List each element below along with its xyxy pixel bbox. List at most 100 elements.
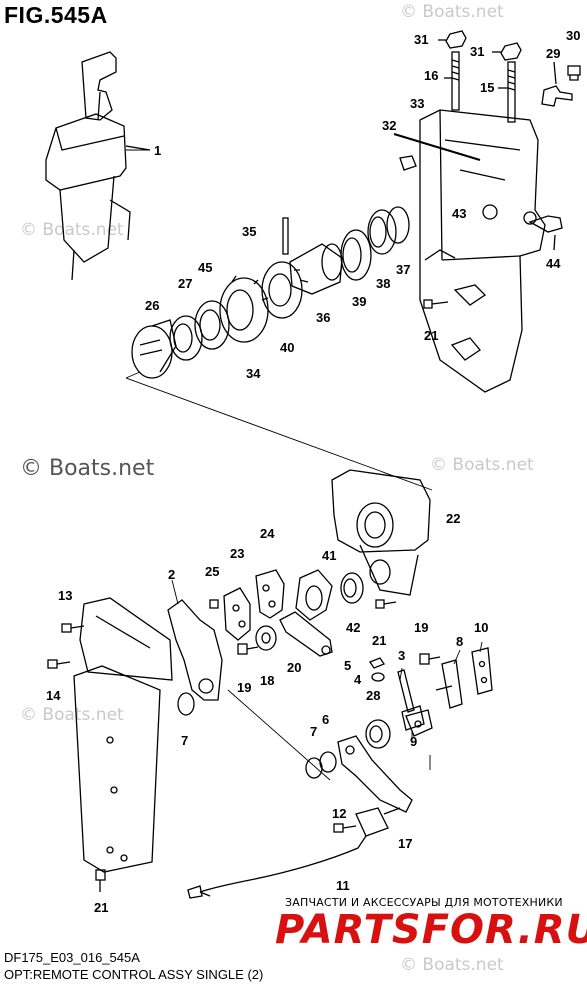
callout-10: 10 bbox=[474, 620, 488, 635]
callout-41: 41 bbox=[322, 548, 336, 563]
callout-45: 45 bbox=[198, 260, 212, 275]
callout-15: 15 bbox=[480, 80, 494, 95]
part-3-shaft bbox=[397, 669, 425, 731]
callout-25: 25 bbox=[205, 564, 219, 579]
callout-19-left: 19 bbox=[237, 680, 251, 695]
callout-30: 30 bbox=[566, 28, 580, 43]
part-21-bolt-mid bbox=[375, 599, 397, 609]
watermark-upper-left: © Boats.net bbox=[20, 220, 124, 240]
watermark-lower-left: © Boats.net bbox=[20, 705, 124, 725]
callout-31-right: 31 bbox=[470, 44, 484, 59]
part-29-bracket bbox=[541, 61, 573, 107]
part-26-cap bbox=[131, 319, 177, 379]
part-39-ring bbox=[340, 229, 372, 281]
callout-20: 20 bbox=[287, 660, 301, 675]
part-38-ring bbox=[367, 209, 397, 255]
figure-title: FIG.545A bbox=[4, 2, 108, 28]
part-4-washer bbox=[371, 672, 385, 682]
callout-16: 16 bbox=[424, 68, 438, 83]
upper-bracket-frame bbox=[419, 109, 546, 393]
callout-28: 28 bbox=[366, 688, 380, 703]
callout-33: 33 bbox=[410, 96, 424, 111]
callout-4: 4 bbox=[354, 672, 362, 687]
part-36-gear-cam bbox=[289, 243, 343, 295]
part-31-nut-right bbox=[492, 42, 522, 61]
part-42-bushing bbox=[340, 572, 364, 604]
callout-9: 9 bbox=[410, 734, 417, 749]
callout-12: 12 bbox=[332, 806, 346, 821]
part-45-ring bbox=[194, 300, 230, 350]
callout-42: 42 bbox=[346, 620, 360, 635]
callout-7-left: 7 bbox=[181, 733, 188, 748]
callout-6: 6 bbox=[322, 712, 329, 727]
part-11-wire-harness bbox=[187, 835, 367, 899]
callout-14: 14 bbox=[46, 688, 61, 703]
part-15-bolt bbox=[498, 61, 516, 123]
part-7-ring-right bbox=[305, 757, 323, 779]
part-34-detent-ring bbox=[219, 275, 269, 343]
lever-arm bbox=[227, 689, 413, 813]
callout-17: 17 bbox=[398, 836, 412, 851]
callout-34: 34 bbox=[246, 366, 261, 381]
part-1-control-handle bbox=[45, 51, 151, 281]
callout-32: 32 bbox=[382, 118, 396, 133]
promo-line: ЗАПЧАСТИ И АКСЕССУАРЫ ДЛЯ МОТОТЕХНИКИ bbox=[285, 896, 563, 909]
part-24-plate bbox=[255, 569, 285, 619]
figure-caption: OPT:REMOTE CONTROL ASSY SINGLE (2) bbox=[4, 967, 264, 982]
part-22-housing bbox=[331, 469, 431, 596]
callout-40: 40 bbox=[280, 340, 294, 355]
callout-39: 39 bbox=[352, 294, 366, 309]
part-21-bolt-bottom bbox=[95, 869, 106, 892]
watermark-center-left: © Boats.net bbox=[20, 456, 155, 481]
assembly-guide-line-1 bbox=[125, 377, 433, 491]
part-20-link bbox=[279, 611, 333, 657]
leader-lines bbox=[126, 149, 483, 770]
callout-18: 18 bbox=[260, 673, 274, 688]
part-7-ring-left bbox=[177, 692, 195, 716]
brand-watermark: PARTSFOR.RU bbox=[275, 907, 587, 953]
callout-38: 38 bbox=[376, 276, 390, 291]
watermark-bottom-right: © Boats.net bbox=[400, 955, 504, 975]
callout-7-right: 7 bbox=[310, 724, 317, 739]
watermark-top-right: © Boats.net bbox=[400, 2, 504, 22]
callout-21-bottom: 21 bbox=[94, 900, 108, 915]
back-plate bbox=[73, 665, 161, 873]
part-41-gear bbox=[295, 569, 333, 621]
part-25-screw bbox=[209, 599, 219, 609]
callout-23: 23 bbox=[230, 546, 244, 561]
callout-21-mid: 21 bbox=[372, 633, 386, 648]
callout-44: 44 bbox=[546, 256, 561, 271]
callout-35: 35 bbox=[242, 224, 256, 239]
callout-29: 29 bbox=[546, 46, 560, 61]
part-19-bolt-left bbox=[237, 643, 259, 655]
callout-24: 24 bbox=[260, 526, 275, 541]
part-33-pin bbox=[393, 133, 481, 161]
part-9-cam bbox=[405, 709, 433, 737]
part-44-bushing bbox=[528, 215, 563, 251]
callout-labels: 1 2 3 4 5 6 7 7 8 9 10 11 12 13 14 15 16… bbox=[46, 28, 580, 915]
part-12-screw bbox=[333, 823, 357, 833]
callout-2: 2 bbox=[168, 567, 175, 582]
part-18-washer bbox=[255, 625, 277, 651]
part-8-bracket bbox=[435, 659, 463, 709]
callout-43: 43 bbox=[452, 206, 466, 221]
part-35-pin bbox=[282, 217, 289, 255]
callout-31-left: 31 bbox=[414, 32, 428, 47]
callout-5: 5 bbox=[344, 658, 351, 673]
part-23-plate bbox=[223, 587, 251, 641]
part-14-screw bbox=[47, 659, 71, 669]
callout-26: 26 bbox=[145, 298, 159, 313]
callout-13: 13 bbox=[58, 588, 72, 603]
part-16-bolt bbox=[444, 51, 460, 111]
part-37-snap-ring bbox=[386, 206, 410, 244]
callout-8: 8 bbox=[456, 634, 463, 649]
model-code: DF175_E03_016_545A bbox=[4, 950, 140, 965]
gasket-frame bbox=[79, 597, 173, 681]
part-10-plate bbox=[471, 647, 493, 695]
part-32-plug bbox=[399, 155, 417, 171]
part-5-clip bbox=[369, 657, 385, 669]
callout-11: 11 bbox=[336, 878, 350, 893]
callout-27: 27 bbox=[178, 276, 192, 291]
